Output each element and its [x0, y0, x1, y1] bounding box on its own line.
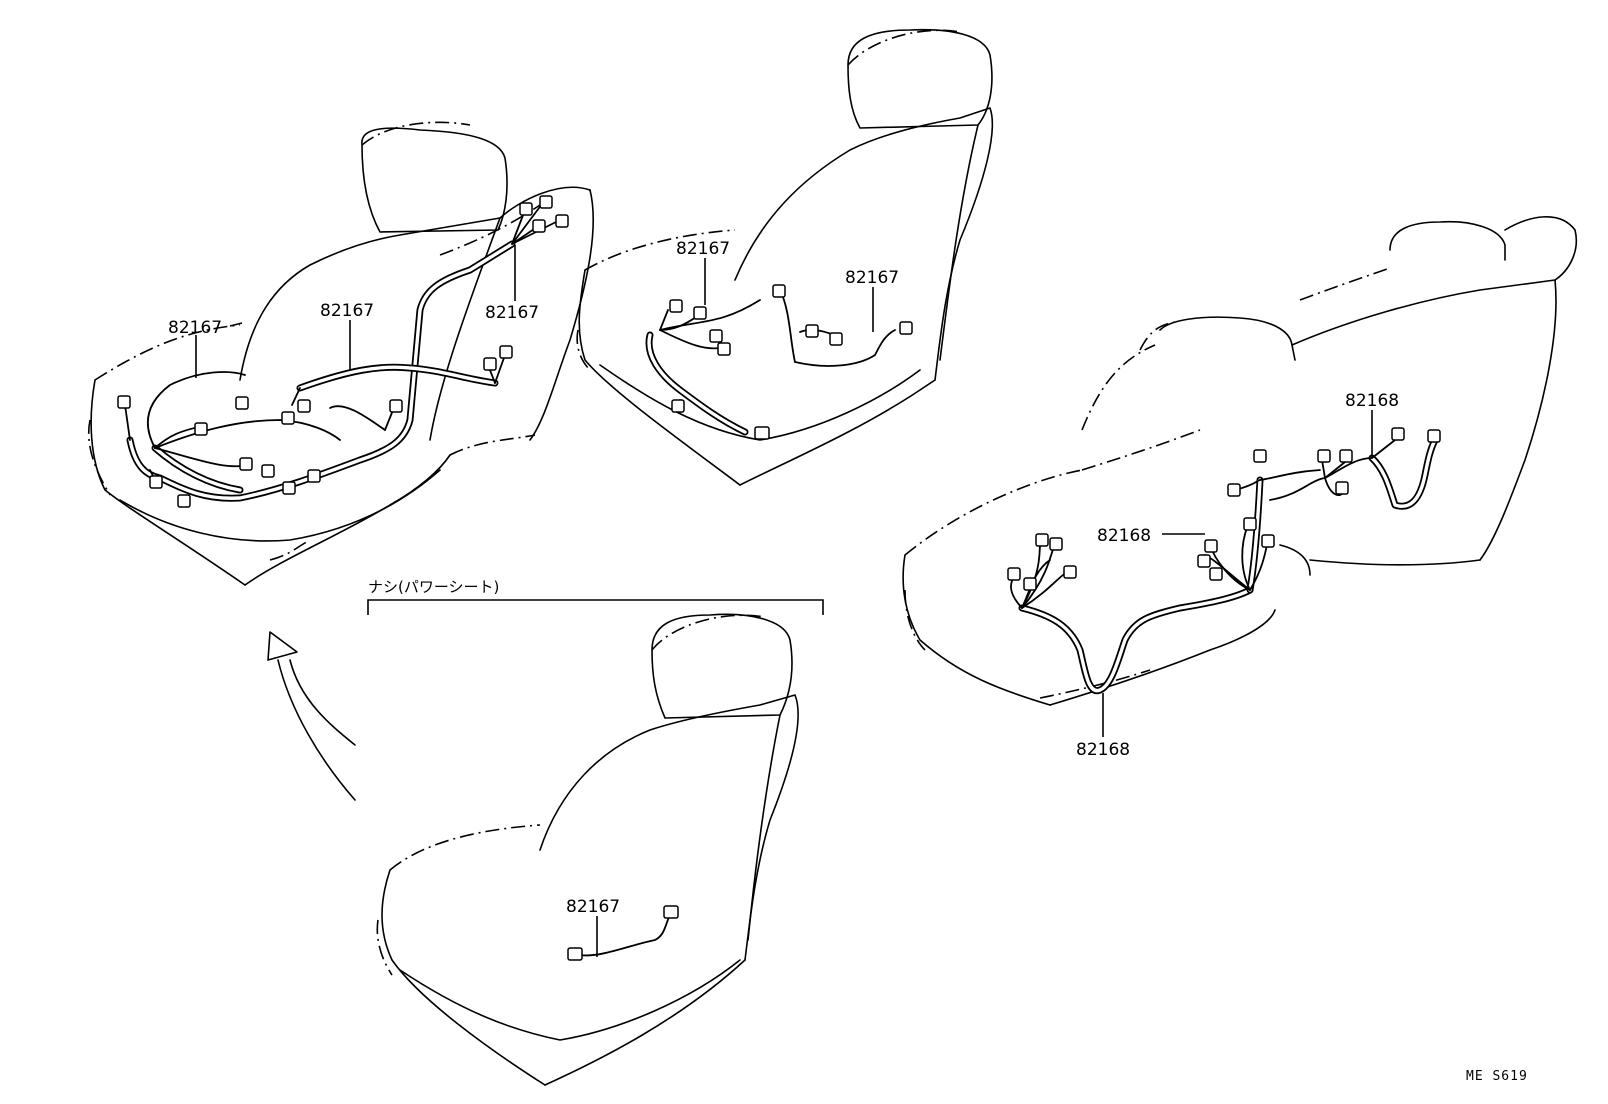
label-82168-center: 82168: [1097, 526, 1151, 546]
figure-code: ME S619: [1466, 1069, 1528, 1084]
label-82167-back-harness: 82167: [485, 303, 539, 323]
rear-seat-illustration: [902, 216, 1577, 737]
curved-arrow-icon: [267, 631, 356, 801]
label-82167-upper-right: 82167: [845, 268, 899, 288]
note-bracket: [367, 599, 824, 615]
label-82168-bottom: 82168: [1076, 740, 1130, 760]
label-82168-right: 82168: [1345, 391, 1399, 411]
label-82167-seat-harness: 82167: [320, 301, 374, 321]
power-seat-note: ナシ(パワーシート): [368, 578, 499, 596]
label-82167-cushion: 82167: [168, 318, 222, 338]
label-82167-manual-seat: 82167: [566, 897, 620, 917]
power-seat-illustration: [87, 121, 595, 586]
manual-seat-illustration: [376, 613, 799, 1086]
label-82167-upper-left: 82167: [676, 239, 730, 259]
upper-seat-illustration: [576, 28, 994, 486]
